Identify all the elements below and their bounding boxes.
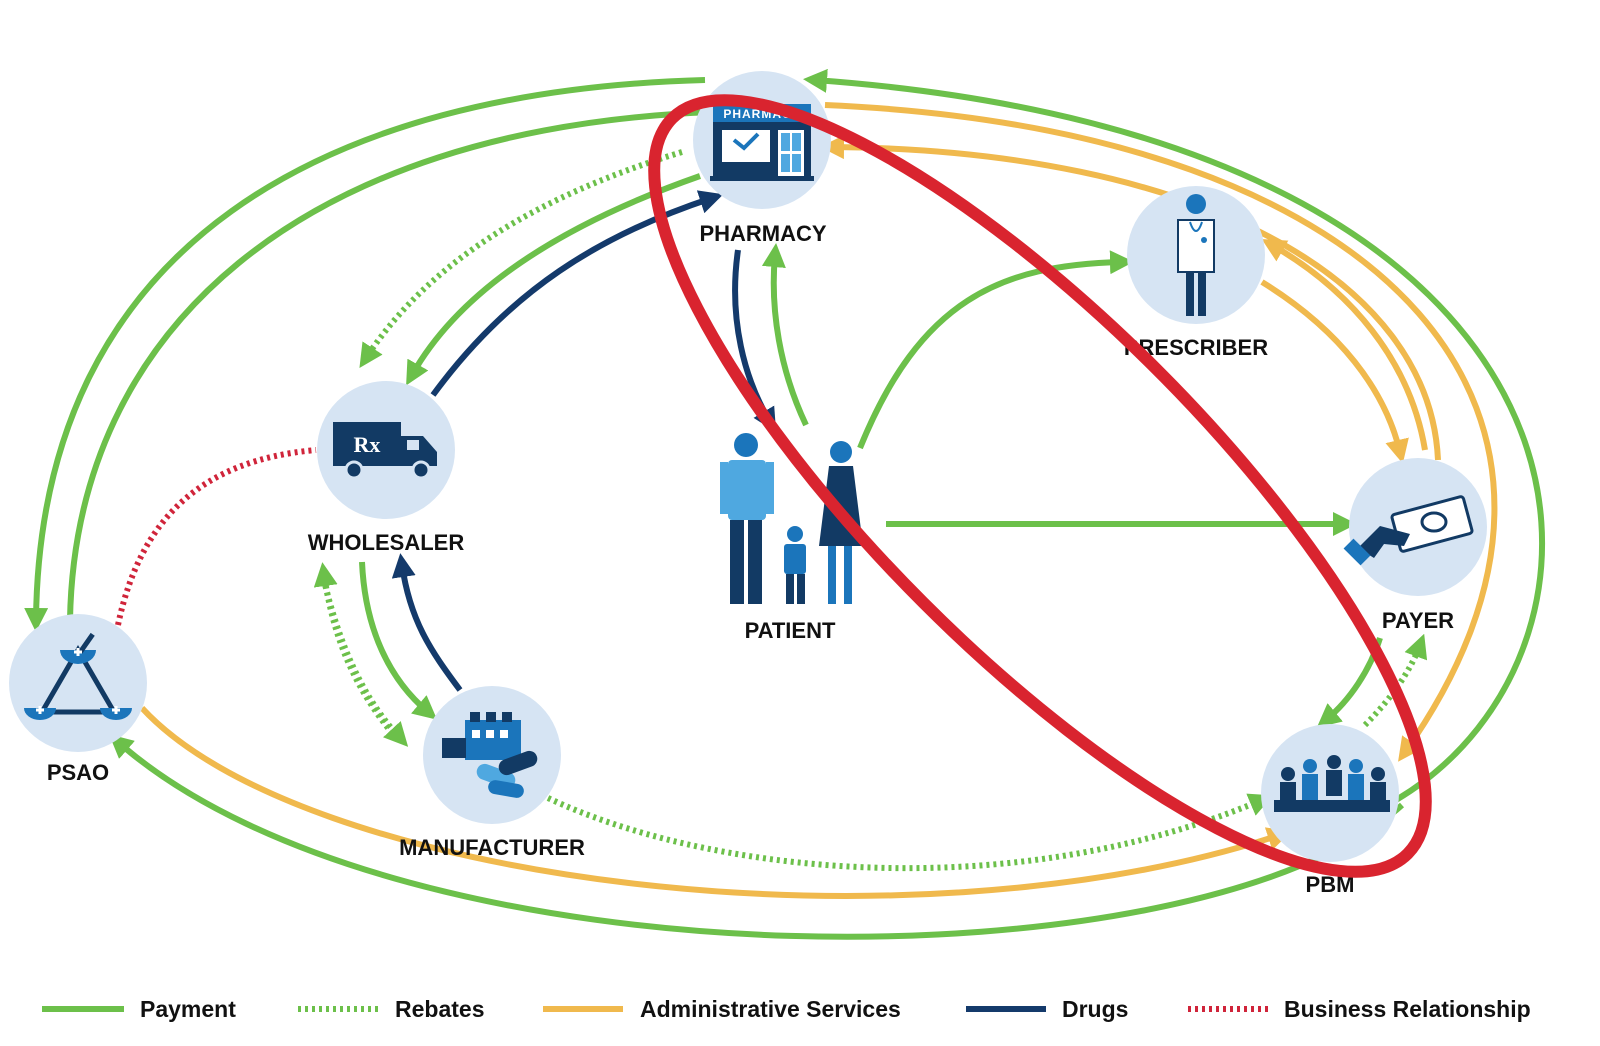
admin-arrow-prescriber-to-payer [1260, 279, 1409, 464]
payment-arrow-patient-to-prescriber [857, 250, 1134, 450]
hand-with-money-icon [1343, 495, 1474, 566]
legend-item-payment: Payment [42, 996, 236, 1022]
pharmacy-storefront-icon: PHARMACY [710, 104, 814, 181]
payer-node: PAYER [1343, 458, 1487, 633]
doctor-icon [1177, 194, 1215, 316]
psao-label: PSAO [47, 760, 109, 785]
rx-truck-icon: Rx [333, 422, 437, 480]
flow-arrows [24, 68, 1545, 940]
drugs-arrow-wholesaler-to-pharmacy [430, 190, 724, 397]
pharmacy-label: PHARMACY [699, 221, 826, 246]
highlight-ellipse [648, 94, 1432, 878]
payment-arrow-pharmacy-to-psao [24, 77, 706, 632]
admin-arrow-payer-to-prescriber [1261, 238, 1428, 451]
manufacturer-label: MANUFACTURER [399, 835, 585, 860]
rx-symbol: Rx [354, 432, 381, 457]
legend-label-rebates: Rebates [395, 996, 484, 1022]
legend-label-payment: Payment [140, 996, 236, 1022]
drugs-arrow-manufacturer-to-wholesaler [391, 553, 463, 692]
legend-label-drugs: Drugs [1062, 996, 1128, 1022]
business-relationship-psao-wholesaler [115, 447, 317, 626]
payment-arrow-pharmacy-to-wholesaler [406, 173, 701, 386]
prescriber-node: PRESCRIBER [1124, 186, 1268, 360]
patient-label: PATIENT [745, 618, 836, 643]
admin-arrow-psao-to-pbm [139, 705, 1292, 899]
rebates-arrow-manufacturer-wholesaler [313, 562, 391, 730]
meeting-table-icon [1274, 755, 1390, 812]
payment-arrow-pbm-to-psao [108, 734, 1405, 940]
legend-item-administrative-services: Administrative Services [543, 996, 901, 1022]
psao-node: PSAO [9, 614, 147, 785]
wholesaler-node: Rx WHOLESALER [308, 381, 465, 555]
admin-arrow-payer-to-pharmacy [820, 135, 1441, 461]
mortar-triangle-icon [24, 632, 132, 720]
legend-item-business-relationship: Business Relationship [1188, 996, 1531, 1022]
legend-item-rebates: Rebates [298, 996, 484, 1022]
factory-pills-icon [442, 712, 538, 798]
rebates-arrow-manufacturer-to-pbm [546, 793, 1274, 872]
legend-item-drugs: Drugs [966, 996, 1128, 1022]
legend-label-administrative-services: Administrative Services [640, 996, 901, 1022]
payment-arrow-wholesaler-to-manufacturer [359, 561, 438, 720]
admin-arrow-pharmacy-to-pbm [824, 102, 1498, 762]
payment-arrow-pbm-to-pharmacy [803, 68, 1545, 803]
psao-node-circle [9, 614, 147, 752]
rebates-arrow-wholesaler-manufacturer [319, 571, 409, 747]
patient-node: PATIENT [720, 433, 863, 643]
legend: Payment Rebates Administrative Services … [42, 996, 1531, 1022]
pbm-node: PBM [1261, 724, 1399, 897]
payer-label: PAYER [1382, 608, 1454, 633]
rebates-arrow-pharmacy-to-wholesaler [359, 149, 683, 369]
manufacturer-node: MANUFACTURER [399, 686, 585, 860]
legend-label-business-relationship: Business Relationship [1284, 996, 1531, 1022]
payment-arrow-patient-to-pharmacy [761, 243, 809, 427]
wholesaler-label: WHOLESALER [308, 530, 465, 555]
payment-arrow-psao-to-pharmacy [67, 100, 724, 621]
